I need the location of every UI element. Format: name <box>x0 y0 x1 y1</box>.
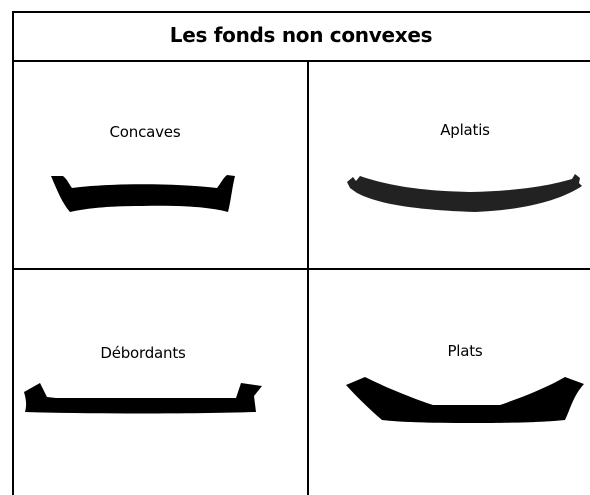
cell-label-plats: Plats <box>447 342 483 360</box>
table-left-border <box>12 11 14 495</box>
plats-bottom-shape <box>346 377 584 423</box>
cell-label-aplatis: Aplatis <box>440 121 490 139</box>
aplatis-bottom-shape <box>347 174 582 212</box>
title-row-divider <box>12 60 590 62</box>
concave-bottom-shape <box>51 175 235 212</box>
debordants-bottom-shape <box>24 383 262 414</box>
middle-row-divider <box>12 268 590 270</box>
diagram-title: Les fonds non convexes <box>169 23 433 47</box>
table-top-border <box>12 11 590 13</box>
column-divider <box>307 61 309 495</box>
cell-label-concaves: Concaves <box>109 123 181 141</box>
cell-label-debordants: Débordants <box>100 344 186 362</box>
